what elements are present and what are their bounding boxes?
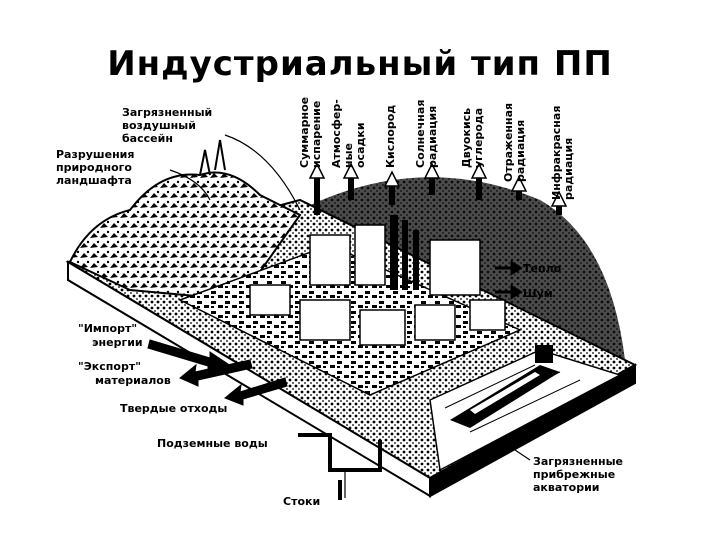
vertical-labels: Суммарное испарение Атмосфер- ные осадки… xyxy=(298,93,575,200)
vlabel-evaporation: Суммарное испарение xyxy=(298,93,323,168)
label-noise: Шум xyxy=(523,287,553,300)
page-title: Индустриальный тип ПП xyxy=(107,44,613,84)
label-materials-export: "Экспорт" материалов xyxy=(78,360,171,387)
vlabel-carbon-dioxide: Двуокись углерода xyxy=(460,104,485,168)
vlabel-precipitation: Атмосфер- ные осадки xyxy=(330,95,367,168)
groundwater-runoff-pipe xyxy=(298,433,382,500)
side-flow-arrows xyxy=(147,339,288,406)
city-buildings xyxy=(178,215,522,396)
label-polluted-coastal-waters: Загрязненные прибрежные акватории xyxy=(533,455,627,494)
vlabel-solar-radiation: Солнечная радиация xyxy=(414,96,439,168)
label-groundwater: Подземные воды xyxy=(157,437,268,450)
label-energy-import: "Импорт" энергии xyxy=(78,322,143,349)
vlabel-oxygen: Кислород xyxy=(384,105,397,168)
vlabel-infrared-radiation: Инфракрасная радиация xyxy=(550,102,575,200)
leader-lines xyxy=(169,134,531,498)
label-landscape-destruction: Разрушения природного ландшафта xyxy=(56,148,138,187)
heat-noise-arrows xyxy=(495,260,523,300)
vlabel-reflected-radiation: Отраженная радиация xyxy=(502,99,527,182)
hill-landscape xyxy=(68,139,302,302)
label-solid-waste: Твердые отходы xyxy=(120,402,227,415)
label-heat: Тепло xyxy=(523,262,562,275)
ship xyxy=(450,345,560,428)
label-polluted-air-basin: Загрязненный воздушный бассейн xyxy=(122,106,216,145)
upward-flux-arrow-heads xyxy=(308,162,568,207)
label-runoff: Стоки xyxy=(283,495,320,508)
